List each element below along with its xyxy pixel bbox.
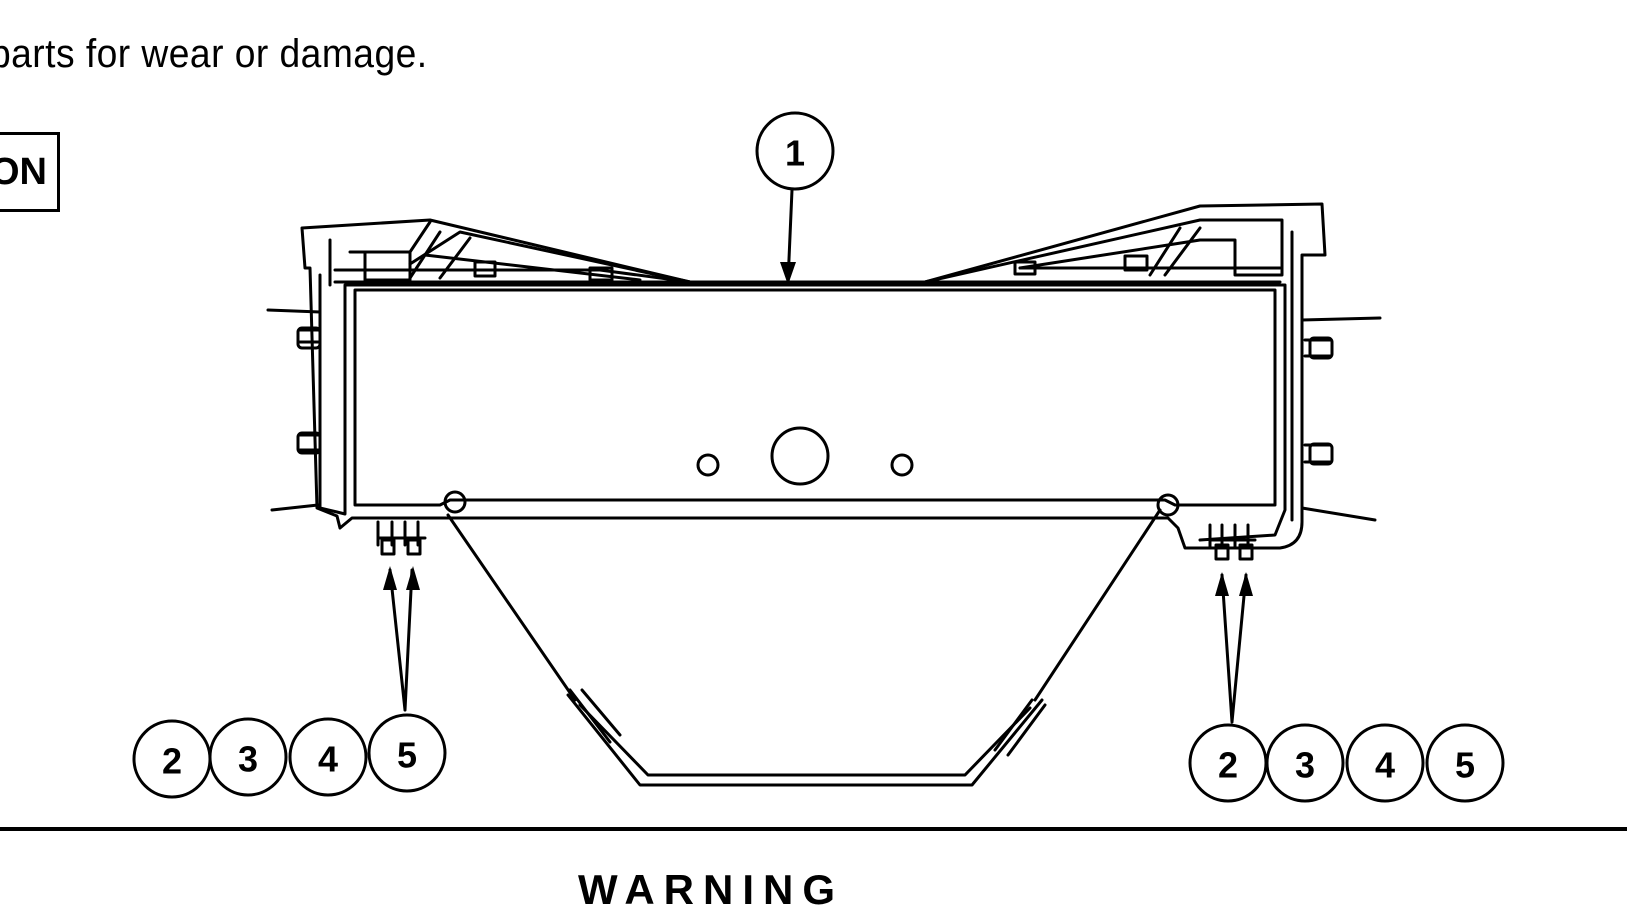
cable-sleeve-right [993,698,1047,757]
center-hole [770,426,830,486]
frame-inner [318,273,1287,542]
left-hole [696,453,720,477]
callout-circle-left-5 [367,713,447,793]
right-stud-lower [1300,443,1377,522]
top-rail-right [923,266,1282,284]
callout-circle-right-4 [1345,723,1425,803]
right-bracket-gusset [1148,226,1202,277]
callout-label-left-3: 3 [238,739,258,780]
leader-left [388,568,414,712]
callout-circle-left-3 [208,717,288,797]
left-bracket-gusset [408,230,472,280]
caution-label-fragment: ON [0,150,47,193]
fasteners-right [1208,523,1257,550]
cable-loop [566,693,1044,787]
cable-end-right [1156,493,1180,517]
main-panel [353,288,1277,507]
frame-outline [300,202,1327,550]
callout-label-left-5: 5 [397,735,417,776]
callout-circle-right-5 [1425,723,1505,803]
instruction-text-fragment: parts for wear or damage. [0,32,428,76]
callout-label-right-4: 4 [1375,745,1395,786]
arrowhead-right-b [1239,572,1253,596]
callout-circle-right-3 [1265,723,1345,803]
callout-label-right-3: 3 [1295,745,1315,786]
support-cable [446,508,1162,702]
left-stud-lower [270,433,322,512]
callout-label-1: 1 [785,133,805,174]
section-divider [0,827,1627,831]
leader-right [1220,573,1248,724]
arrowhead-1 [780,262,796,285]
fasteners-left [376,520,427,547]
cable-end-left [443,490,467,514]
callout-label-right-2: 2 [1218,745,1238,786]
cable-sleeve-left [568,688,622,744]
right-hole [890,453,914,477]
warning-heading: WARNING [578,866,844,913]
callout-circle-1 [755,111,835,191]
callout-label-left-4: 4 [318,739,338,780]
callout-circle-left-4 [288,717,368,797]
top-rail-left [333,268,692,284]
left-stud-upper [266,308,322,344]
arrowhead-left-a [383,566,397,590]
arrowhead-right-a [1215,572,1229,596]
arrowhead-left-b [406,566,420,590]
callout-label-right-5: 5 [1455,745,1475,786]
right-bracket-detail [923,218,1284,284]
caution-label-box: ON [0,132,60,212]
left-bracket-detail [348,220,692,284]
callout-label-left-2: 2 [162,741,182,782]
